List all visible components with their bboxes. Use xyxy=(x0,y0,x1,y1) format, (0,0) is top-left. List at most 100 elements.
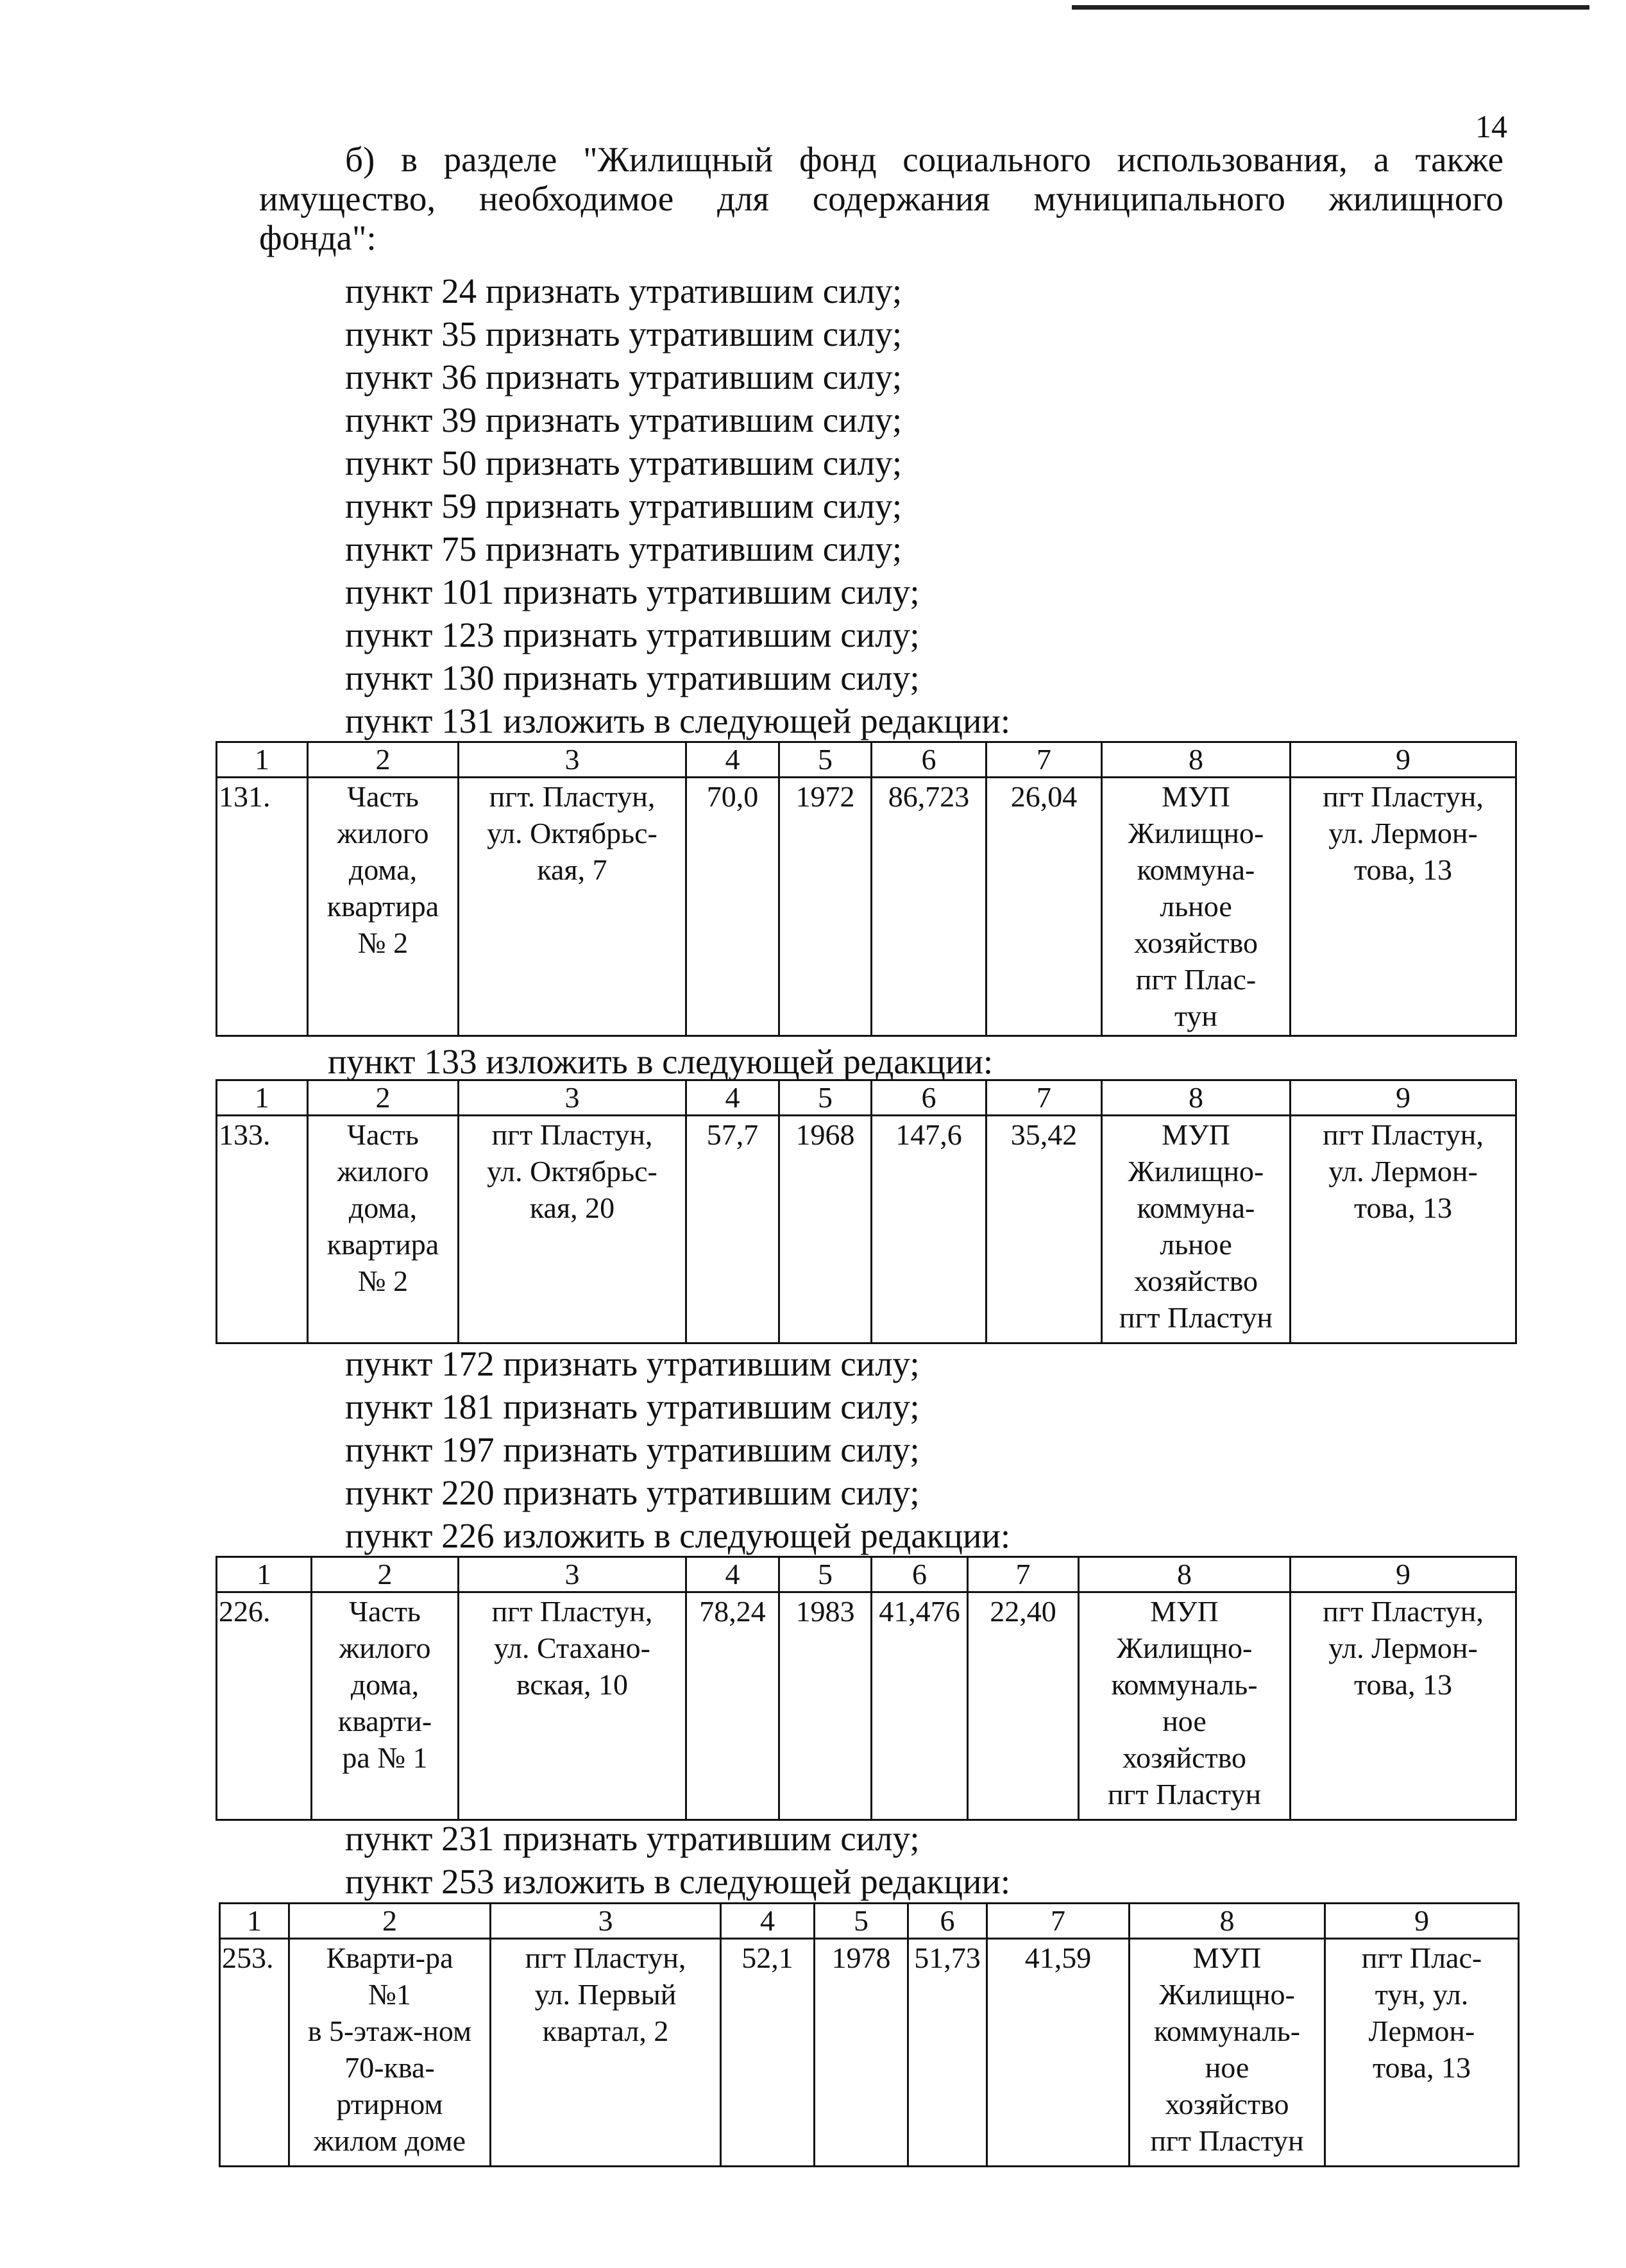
list-line: пункт 50 признать утратившим силу; xyxy=(345,443,902,482)
table-cell: 133. xyxy=(216,1114,309,1344)
table-cell: МУП Жилищно- коммуна- льное хозяйство пг… xyxy=(1101,776,1291,1037)
header-cell: 2 xyxy=(310,1556,459,1593)
top-rule xyxy=(1072,5,1589,10)
table-cell: пгт Пластун, ул. Лермон- това, 13 xyxy=(1289,1114,1517,1344)
table-cell: МУП Жилищно- коммуна- льное хозяйство пг… xyxy=(1101,1114,1291,1344)
table-cell: пгт Пластун, ул. Стахано- вская, 10 xyxy=(457,1591,687,1821)
table-cell: 253. xyxy=(219,1938,290,2167)
header-cell: 9 xyxy=(1324,1902,1520,1940)
table-cell: МУП Жилищно- коммуналь- ное хозяйство пг… xyxy=(1078,1591,1291,1821)
table-cell: 147,6 xyxy=(870,1114,987,1344)
header-cell: 7 xyxy=(985,741,1103,778)
table-cell: 78,24 xyxy=(685,1591,780,1821)
list-line: пункт 130 признать утратившим силу; xyxy=(345,658,920,697)
table-cell: 131. xyxy=(216,776,309,1037)
list-line: пункт 226 изложить в следующей редакции: xyxy=(345,1516,1011,1555)
header-cell: 9 xyxy=(1289,741,1517,778)
header-cell: 2 xyxy=(307,741,459,778)
list-line: пункт 133 изложить в следующей редакции: xyxy=(328,1042,994,1081)
list-line: пункт 24 признать утратившим силу; xyxy=(345,271,902,311)
table-cell: 52,1 xyxy=(720,1938,815,2167)
header-cell: 6 xyxy=(907,1902,988,1940)
table-cell: 22,40 xyxy=(967,1591,1080,1821)
table-cell: Часть жилого дома, квартира № 2 xyxy=(307,776,459,1037)
list-line: пункт 231 признать утратившим силу; xyxy=(345,1819,920,1858)
table-cell: Часть жилого дома, кварти- ра № 1 xyxy=(310,1591,459,1821)
table-cell: 1978 xyxy=(813,1938,909,2167)
header-cell: 4 xyxy=(685,741,780,778)
item-list-3: пункт 172 признать утратившим силу; пункт… xyxy=(345,1342,1010,1557)
table-row: 253.Кварти-ра №1 в 5-этаж-ном 70-ква- рт… xyxy=(219,1938,1520,2167)
table-cell: 26,04 xyxy=(985,776,1103,1037)
table-cell: 86,723 xyxy=(870,776,987,1037)
list-line: пункт 39 признать утратившим силу; xyxy=(345,400,902,439)
header-cell: 1 xyxy=(219,1902,290,1940)
intro-paragraph: б) в разделе "Жилищный фонд социального … xyxy=(259,140,1503,257)
table-cell: 41,476 xyxy=(870,1591,969,1821)
table-cell: МУП Жилищно- коммуналь- ное хозяйство пг… xyxy=(1128,1938,1326,2167)
header-cell: 1 xyxy=(216,741,309,778)
list-line: пункт 181 признать утратившим силу; xyxy=(345,1387,920,1426)
table-cell: пгт Пластун, ул. Первый квартал, 2 xyxy=(489,1938,722,2167)
list-line: пункт 59 признать утратившим силу; xyxy=(345,486,902,525)
header-cell: 1 xyxy=(216,1556,312,1593)
intro-line: б) в разделе "Жилищный фонд социального … xyxy=(345,140,1503,179)
table-cell: Часть жилого дома, квартира № 2 xyxy=(307,1114,459,1344)
table-cell: пгт. Пластун, ул. Октябрьс- кая, 7 xyxy=(457,776,687,1037)
list-line: пункт 123 признать утратившим силу; xyxy=(345,615,920,654)
table-cell: пгт Пластун, ул. Лермон- това, 13 xyxy=(1289,1591,1517,1821)
list-line: пункт 172 признать утратившим силу; xyxy=(345,1344,920,1383)
intro-line: фонда": xyxy=(259,218,377,257)
list-line: пункт 36 признать утратившим силу; xyxy=(345,357,902,396)
list-line: пункт 253 изложить в следующей редакции: xyxy=(345,1862,1011,1901)
header-cell: 8 xyxy=(1101,741,1291,778)
header-cell: 7 xyxy=(967,1556,1080,1593)
header-cell: 4 xyxy=(685,1556,780,1593)
header-cell: 8 xyxy=(1128,1902,1326,1940)
table-cell: 1972 xyxy=(778,776,872,1037)
header-cell: 8 xyxy=(1101,1079,1291,1116)
page-number: 14 xyxy=(1475,108,1507,144)
table-cell: 1968 xyxy=(778,1114,872,1344)
header-cell: 5 xyxy=(778,1079,872,1116)
table-cell: 70,0 xyxy=(685,776,780,1037)
item-list-1: пункт 24 признать утратившим силу; пункт … xyxy=(345,269,1010,742)
header-cell: 3 xyxy=(489,1902,722,1940)
table-cell: 226. xyxy=(216,1591,312,1821)
header-cell: 9 xyxy=(1289,1079,1517,1116)
table-cell: пгт Пластун, ул. Лермон- това, 13 xyxy=(1289,776,1517,1037)
item-list-4: пункт 231 признать утратившим силу; пункт… xyxy=(345,1817,1010,1903)
table-cell: пгт Плас- тун, ул. Лермон- това, 13 xyxy=(1324,1938,1520,2167)
header-cell: 2 xyxy=(288,1902,491,1940)
list-line: пункт 197 признать утратившим силу; xyxy=(345,1430,920,1469)
list-line: пункт 131 изложить в следующей редакции: xyxy=(345,701,1011,740)
header-cell: 7 xyxy=(986,1902,1130,1940)
header-cell: 3 xyxy=(457,741,687,778)
header-cell: 2 xyxy=(307,1079,459,1116)
table-cell: пгт Пластун, ул. Октябрьс- кая, 20 xyxy=(457,1114,687,1344)
table-cell: 57,7 xyxy=(685,1114,780,1344)
list-line: пункт 220 признать утратившим силу; xyxy=(345,1473,920,1512)
header-cell: 3 xyxy=(457,1079,687,1116)
header-cell: 3 xyxy=(457,1556,687,1593)
table-cell: 41,59 xyxy=(986,1938,1130,2167)
header-cell: 5 xyxy=(813,1902,909,1940)
header-cell: 4 xyxy=(720,1902,815,1940)
intro-line: имущество, необходимое для содержания му… xyxy=(259,179,1503,218)
item-list-2: пункт 133 изложить в следующей редакции: xyxy=(328,1040,993,1083)
header-cell: 5 xyxy=(778,741,872,778)
header-cell: 4 xyxy=(685,1079,780,1116)
table-cell: 51,73 xyxy=(907,1938,988,2167)
list-line: пункт 101 признать утратившим силу; xyxy=(345,572,920,611)
header-cell: 5 xyxy=(778,1556,872,1593)
header-cell: 6 xyxy=(870,741,987,778)
header-cell: 1 xyxy=(216,1079,309,1116)
